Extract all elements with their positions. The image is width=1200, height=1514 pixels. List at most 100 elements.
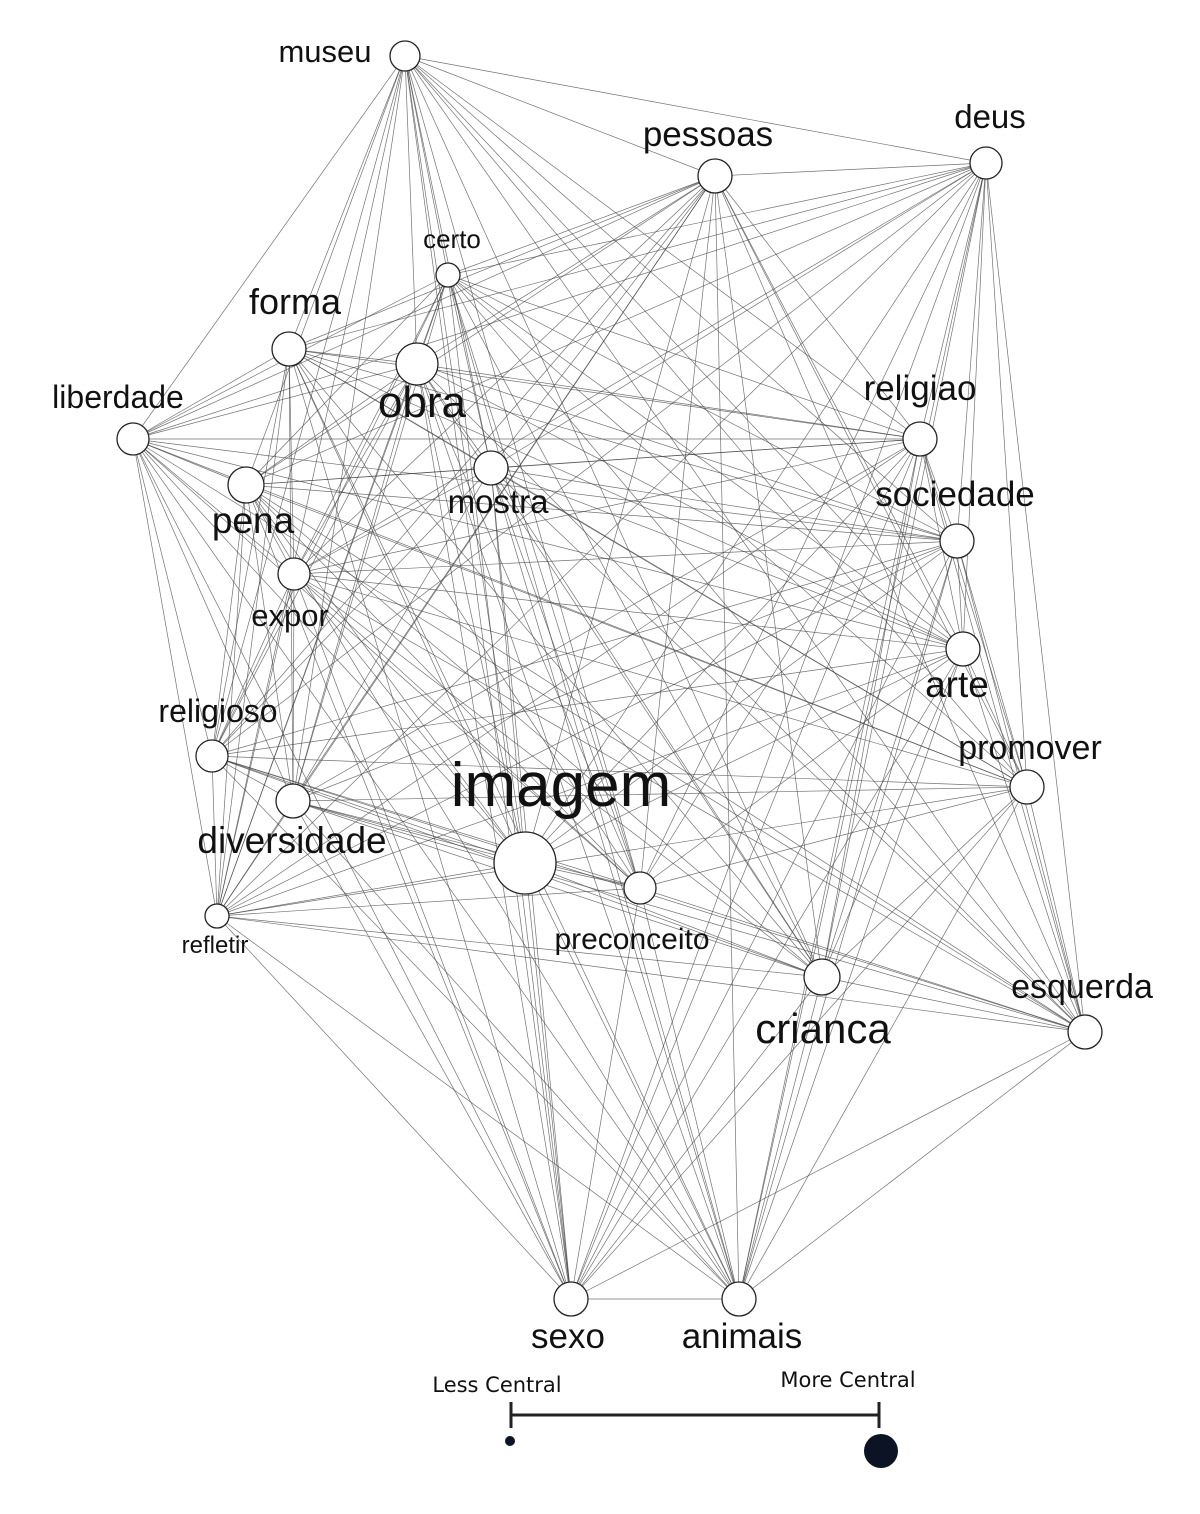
edge-sociedade-religioso bbox=[211, 540, 958, 757]
edge-liberdade-animais bbox=[132, 438, 740, 1300]
node-label-obra: obra bbox=[378, 378, 467, 427]
edge-preconceito-sexo bbox=[570, 887, 641, 1300]
node-animais bbox=[721, 1281, 757, 1317]
edge-promover-esquerda bbox=[1026, 786, 1086, 1033]
edge-diversidade-animais bbox=[292, 800, 740, 1300]
edge-pena-sociedade bbox=[245, 484, 958, 542]
edge-mostra-imagem bbox=[490, 467, 526, 864]
node-mostra bbox=[473, 450, 509, 486]
edge-expor-diversidade bbox=[292, 573, 295, 802]
edge-museu-certo bbox=[404, 55, 449, 276]
edge-certo-preconceito bbox=[447, 274, 641, 889]
edge-certo-pena bbox=[245, 274, 449, 486]
edge-diversidade-refletir bbox=[216, 800, 294, 917]
edge-imagem-diversidade bbox=[292, 800, 526, 864]
edge-religioso-refletir bbox=[211, 755, 218, 917]
edge-pessoas-animais bbox=[714, 175, 740, 1300]
node-preconceito bbox=[623, 871, 657, 905]
node-label-expor: expor bbox=[251, 598, 329, 633]
edge-religiao-preconceito bbox=[639, 438, 921, 889]
edge-pena-crianca bbox=[245, 484, 823, 978]
node-imagem bbox=[493, 831, 557, 895]
edge-pessoas-religioso bbox=[211, 175, 716, 757]
edge-museu-crianca bbox=[404, 55, 823, 978]
edge-diversidade-preconceito bbox=[292, 800, 641, 889]
node-label-pena: pena bbox=[212, 500, 295, 541]
edge-museu-imagem bbox=[404, 55, 526, 864]
legend-more-central-label: More Central bbox=[780, 1368, 915, 1392]
edge-crianca-sexo bbox=[570, 976, 823, 1300]
node-promover bbox=[1009, 769, 1045, 805]
edge-mostra-arte bbox=[490, 467, 964, 650]
node-forma bbox=[271, 331, 307, 367]
edge-museu-forma bbox=[288, 55, 406, 350]
edge-promover-crianca bbox=[821, 786, 1028, 978]
edge-pessoas-promover bbox=[714, 175, 1028, 788]
edge-sociedade-expor bbox=[293, 540, 958, 575]
edge-sociedade-imagem bbox=[524, 540, 958, 864]
edge-deus-forma bbox=[288, 162, 987, 350]
edge-expor-preconceito bbox=[293, 573, 641, 889]
legend-less-central-dot bbox=[505, 1436, 515, 1446]
node-layer bbox=[116, 40, 1103, 1317]
edge-deus-liberdade bbox=[132, 162, 987, 440]
edge-museu-religioso bbox=[211, 55, 406, 757]
edge-religiao-promover bbox=[919, 438, 1028, 788]
edge-religiao-diversidade bbox=[292, 438, 921, 802]
edge-diversidade-sexo bbox=[292, 800, 572, 1300]
edge-religiao-expor bbox=[293, 438, 921, 575]
edge-deus-pessoas bbox=[714, 162, 987, 177]
edge-obra-sexo bbox=[416, 363, 572, 1300]
edge-obra-religioso bbox=[211, 363, 418, 757]
node-sexo bbox=[553, 1281, 589, 1317]
edge-liberdade-esquerda bbox=[132, 438, 1086, 1033]
edge-religiao-crianca bbox=[821, 438, 921, 978]
edge-mostra-sociedade bbox=[490, 467, 958, 542]
edge-promover-preconceito bbox=[639, 786, 1028, 889]
edge-arte-preconceito bbox=[639, 648, 964, 889]
edge-expor-arte bbox=[293, 573, 964, 650]
edge-pessoas-forma bbox=[288, 175, 716, 350]
edge-expor-sexo bbox=[293, 573, 572, 1300]
node-label-deus: deus bbox=[954, 98, 1026, 135]
edge-deus-crianca bbox=[821, 162, 987, 978]
edge-crianca-animais bbox=[738, 976, 823, 1300]
edge-forma-expor bbox=[288, 348, 295, 575]
node-label-preconceito: preconceito bbox=[554, 923, 709, 956]
edge-diversidade-esquerda bbox=[292, 800, 1086, 1033]
edge-liberdade-expor bbox=[132, 438, 295, 575]
edge-mostra-expor bbox=[293, 467, 492, 575]
node-label-certo: certo bbox=[423, 224, 481, 254]
edge-promover-refletir bbox=[216, 786, 1028, 917]
node-deus bbox=[969, 146, 1003, 180]
edge-religiao-animais bbox=[738, 438, 921, 1300]
edge-pessoas-arte bbox=[714, 175, 964, 650]
edge-liberdade-sociedade bbox=[132, 438, 958, 542]
edge-liberdade-promover bbox=[132, 438, 1028, 788]
edge-preconceito-animais bbox=[639, 887, 740, 1300]
edge-religioso-preconceito bbox=[211, 755, 641, 889]
node-label-diversidade: diversidade bbox=[197, 820, 386, 861]
node-label-forma: forma bbox=[249, 281, 342, 322]
edge-museu-diversidade bbox=[292, 55, 406, 802]
edge-sociedade-crianca bbox=[821, 540, 958, 978]
edge-museu-mostra bbox=[404, 55, 492, 469]
edge-deus-esquerda bbox=[985, 162, 1086, 1033]
edge-pena-imagem bbox=[245, 484, 526, 864]
edge-mostra-crianca bbox=[490, 467, 823, 978]
edge-deus-mostra bbox=[490, 162, 987, 469]
edge-pessoas-obra bbox=[416, 175, 716, 365]
edge-obra-sociedade bbox=[416, 363, 958, 542]
node-refletir bbox=[204, 903, 230, 929]
edge-pena-preconceito bbox=[245, 484, 641, 889]
node-label-crianca: crianca bbox=[755, 1005, 891, 1052]
edge-pena-animais bbox=[245, 484, 740, 1300]
edge-obra-diversidade bbox=[292, 363, 418, 802]
edge-forma-religiao bbox=[288, 348, 921, 440]
edge-liberdade-imagem bbox=[132, 438, 526, 864]
edge-liberdade-religioso bbox=[132, 438, 213, 757]
edge-deus-refletir bbox=[216, 162, 987, 917]
edge-imagem-crianca bbox=[524, 862, 823, 978]
edge-obra-liberdade bbox=[132, 363, 418, 440]
